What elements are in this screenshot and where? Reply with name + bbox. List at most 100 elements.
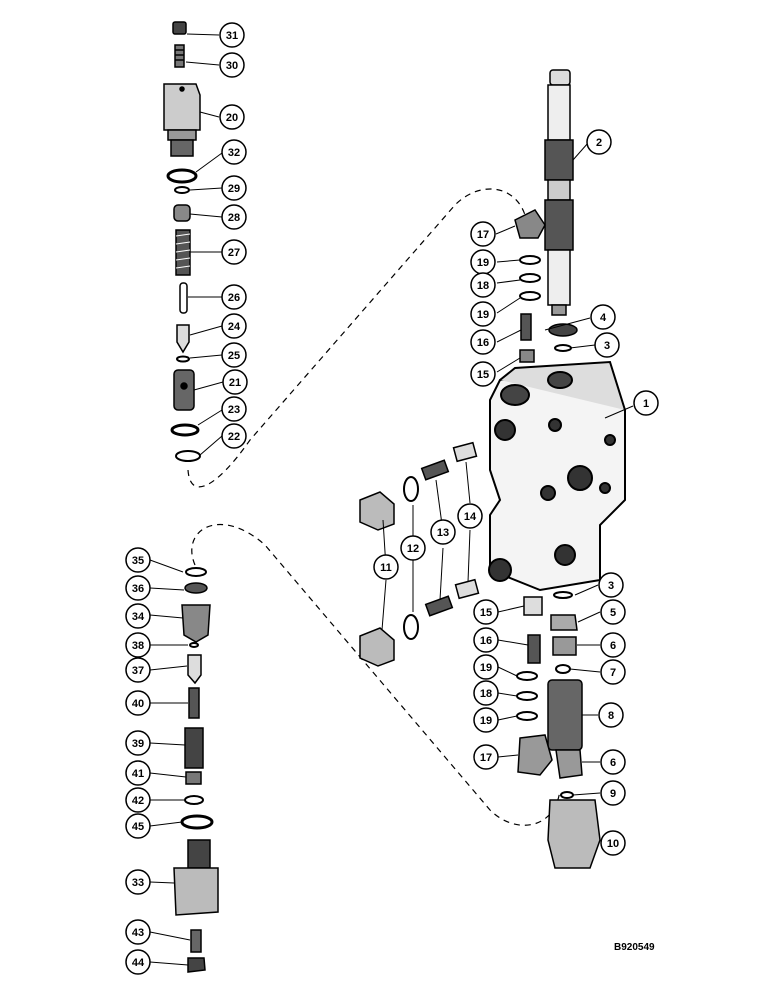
callout-38: 38	[125, 632, 151, 658]
callout-45: 45	[125, 813, 151, 839]
callout-33: 33	[125, 869, 151, 895]
svg-text:7: 7	[610, 667, 616, 679]
callout-2: 2	[586, 129, 612, 155]
svg-text:3: 3	[604, 340, 610, 352]
callout-9: 9	[600, 780, 626, 806]
callouts: 31 30 20 32 29 28 27 26 24 25 21 23 22 2…	[125, 22, 659, 975]
svg-text:16: 16	[480, 635, 492, 647]
svg-text:34: 34	[132, 611, 145, 623]
callout-24: 24	[221, 313, 247, 339]
valve-body	[488, 360, 626, 592]
svg-text:1: 1	[643, 398, 649, 410]
callout-26: 26	[221, 284, 247, 310]
callout-5: 5	[600, 599, 626, 625]
callout-6-a: 6	[600, 632, 626, 658]
callout-15-bottom: 15	[473, 599, 499, 625]
callout-39: 39	[125, 730, 151, 756]
svg-text:18: 18	[477, 280, 489, 292]
svg-text:19: 19	[477, 309, 489, 321]
svg-text:19: 19	[480, 662, 492, 674]
svg-text:29: 29	[228, 183, 240, 195]
callout-6-b: 6	[600, 749, 626, 775]
svg-text:4: 4	[600, 312, 607, 324]
callout-35: 35	[125, 547, 151, 573]
callout-19-a: 19	[470, 249, 496, 275]
svg-text:31: 31	[226, 30, 238, 42]
callout-22: 22	[221, 423, 247, 449]
callout-37: 37	[125, 657, 151, 683]
center-right-parts	[359, 209, 601, 869]
svg-text:15: 15	[480, 607, 492, 619]
svg-text:19: 19	[480, 715, 492, 727]
svg-text:21: 21	[229, 377, 241, 389]
svg-text:36: 36	[132, 583, 144, 595]
callout-17-bottom: 17	[473, 744, 499, 770]
svg-text:17: 17	[480, 752, 492, 764]
svg-text:22: 22	[228, 431, 240, 443]
callout-41: 41	[125, 760, 151, 786]
svg-text:10: 10	[607, 838, 619, 850]
callout-18-a: 18	[470, 272, 496, 298]
svg-text:37: 37	[132, 665, 144, 677]
svg-text:14: 14	[464, 511, 477, 523]
svg-text:28: 28	[228, 212, 240, 224]
callout-3-top: 3	[594, 332, 620, 358]
svg-text:43: 43	[132, 927, 144, 939]
callout-19-c: 19	[473, 654, 499, 680]
callout-32: 32	[221, 139, 247, 165]
callout-36: 36	[125, 575, 151, 601]
callout-29: 29	[221, 175, 247, 201]
svg-text:12: 12	[407, 543, 419, 555]
callout-3-bottom: 3	[598, 572, 624, 598]
svg-text:18: 18	[480, 688, 492, 700]
svg-text:23: 23	[228, 404, 240, 416]
svg-text:11: 11	[380, 562, 392, 574]
svg-text:16: 16	[477, 337, 489, 349]
callout-25: 25	[221, 342, 247, 368]
callout-15-top: 15	[470, 361, 496, 387]
callout-34: 34	[125, 603, 151, 629]
svg-text:5: 5	[610, 607, 616, 619]
svg-text:2: 2	[596, 137, 602, 149]
spool-assembly	[544, 69, 574, 316]
callout-11: 11	[373, 554, 399, 580]
callout-17-top: 17	[470, 221, 496, 247]
callout-40: 40	[125, 690, 151, 716]
figure-reference-code: B920549	[614, 942, 655, 953]
callout-42: 42	[125, 787, 151, 813]
svg-text:6: 6	[610, 757, 616, 769]
callout-10: 10	[600, 830, 626, 856]
callout-16-top: 16	[470, 329, 496, 355]
callout-27: 27	[221, 239, 247, 265]
svg-text:15: 15	[477, 369, 489, 381]
svg-text:9: 9	[610, 788, 616, 800]
callout-19-d: 19	[473, 707, 499, 733]
svg-text:17: 17	[477, 229, 489, 241]
svg-text:25: 25	[228, 350, 240, 362]
svg-text:35: 35	[132, 555, 144, 567]
callout-7: 7	[600, 659, 626, 685]
svg-text:26: 26	[228, 292, 240, 304]
svg-text:30: 30	[226, 60, 238, 72]
callout-43: 43	[125, 919, 151, 945]
svg-text:41: 41	[132, 768, 144, 780]
callout-30: 30	[219, 52, 245, 78]
svg-text:33: 33	[132, 877, 144, 889]
callout-44: 44	[125, 949, 151, 975]
svg-text:44: 44	[132, 957, 145, 969]
svg-text:32: 32	[228, 147, 240, 159]
callout-16-bottom: 16	[473, 627, 499, 653]
callout-leaders	[149, 33, 634, 966]
svg-text:24: 24	[228, 321, 241, 333]
svg-text:42: 42	[132, 795, 144, 807]
callout-31: 31	[219, 22, 245, 48]
svg-text:6: 6	[610, 640, 616, 652]
callout-14: 14	[457, 503, 483, 529]
callout-8: 8	[598, 702, 624, 728]
callout-12: 12	[400, 535, 426, 561]
callout-21: 21	[222, 369, 248, 395]
svg-text:27: 27	[228, 247, 240, 259]
svg-text:38: 38	[132, 640, 144, 652]
callout-13: 13	[430, 519, 456, 545]
